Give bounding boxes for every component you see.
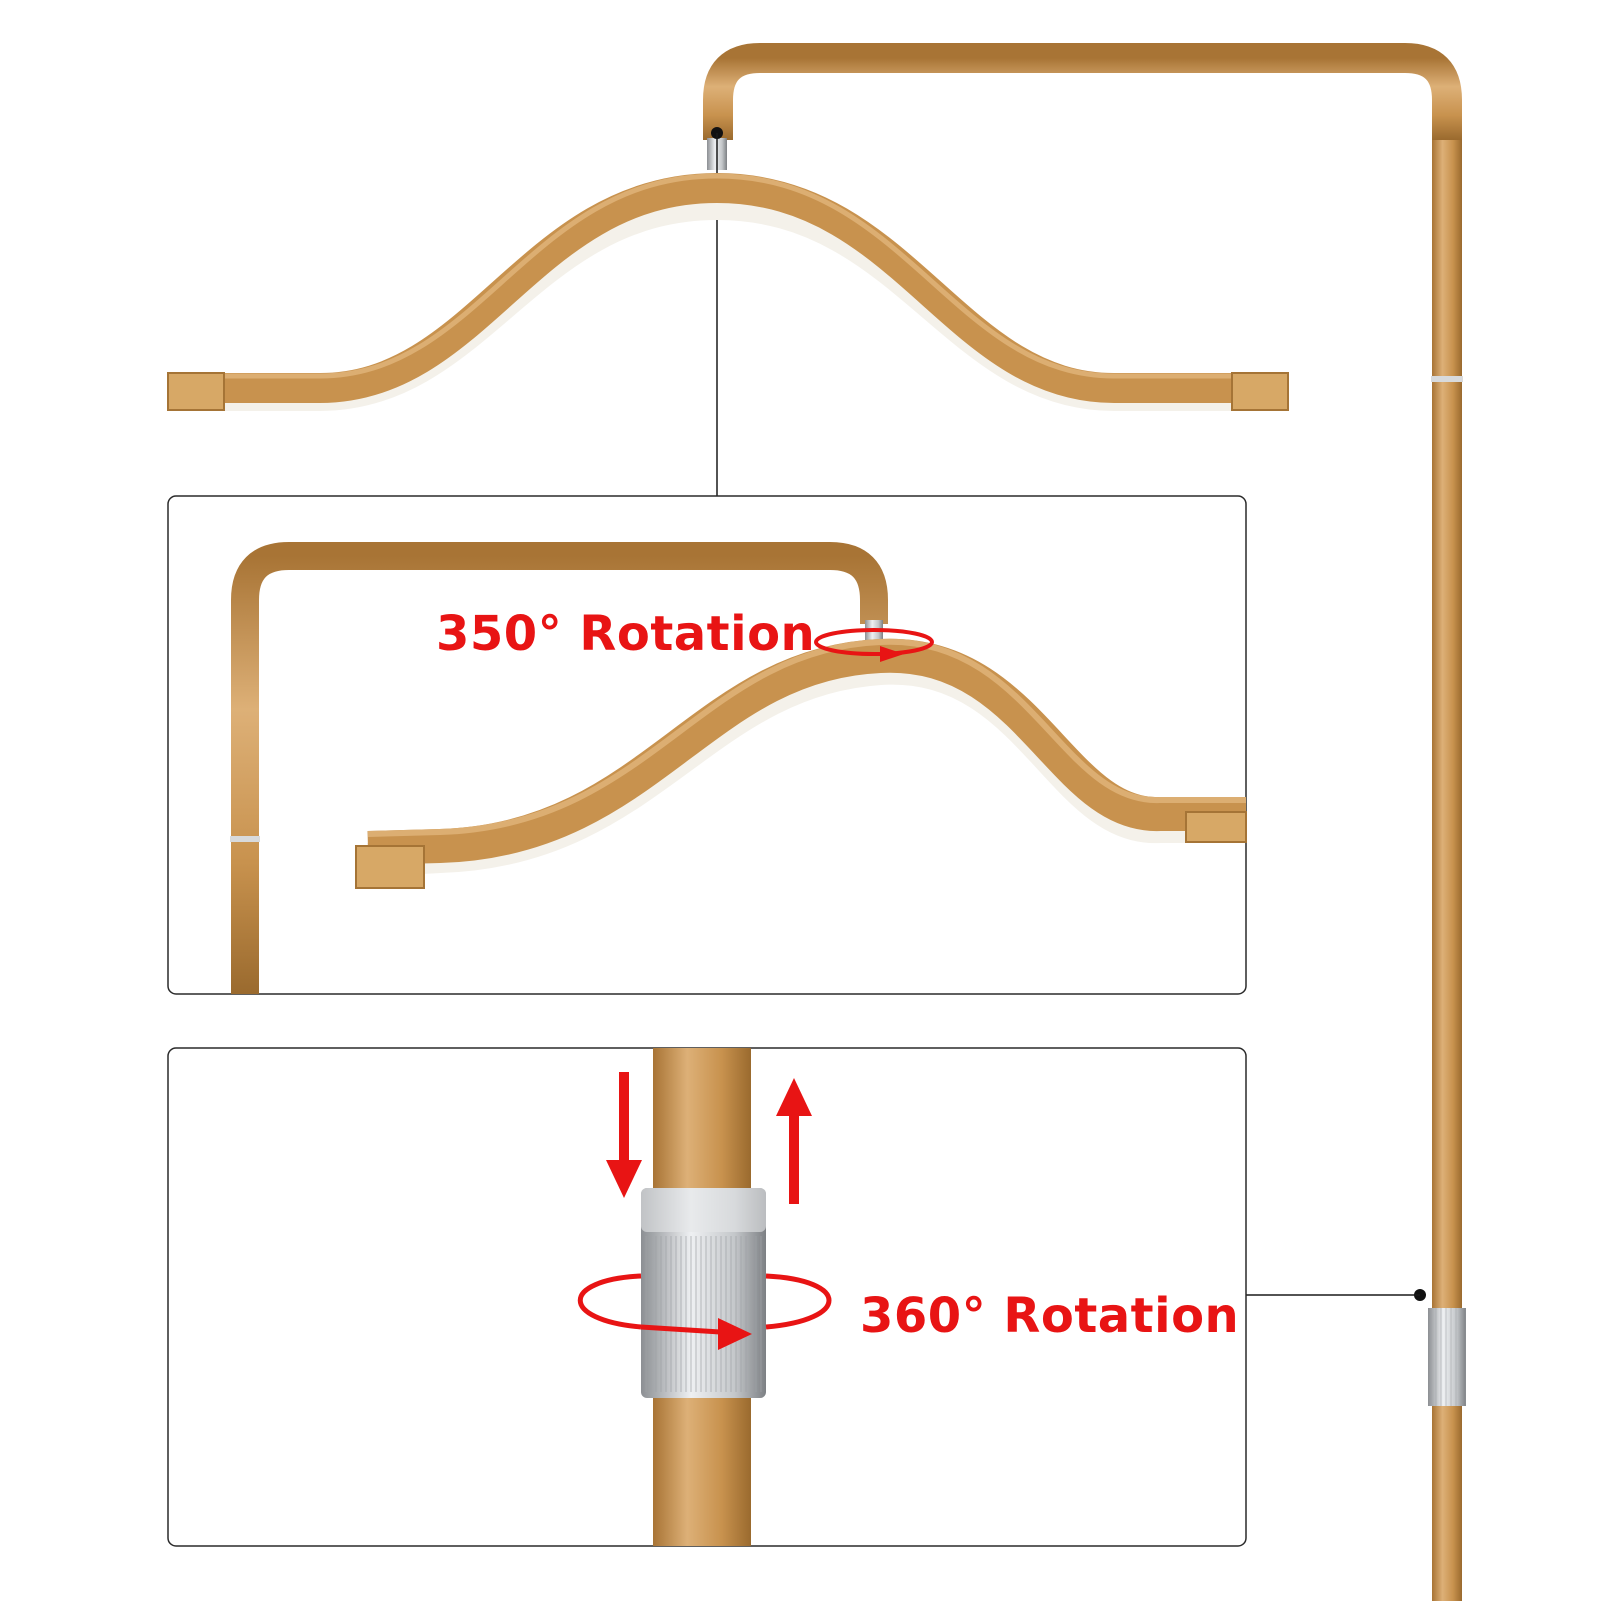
panel-end-cap-right (1185, 811, 1247, 843)
collar-rotation-arrow-icon (578, 1273, 832, 1350)
overhead-arm (703, 43, 1462, 140)
head-rotation-panel (167, 495, 1247, 995)
rotation-arrow-icon (814, 628, 934, 662)
up-arrow-icon (776, 1078, 812, 1204)
panel-pole-joint (230, 836, 260, 842)
pole-rotation-label: 360° Rotation (860, 1288, 1240, 1344)
lamp-head (205, 172, 1240, 403)
main-lamp (167, 43, 1466, 1601)
lamp-head-highlight (205, 173, 1240, 379)
panel-head (367, 638, 1246, 865)
head-rotation-label: 350° Rotation (436, 606, 816, 662)
panel-arm (231, 542, 888, 994)
down-arrow-icon (606, 1072, 642, 1198)
panel-end-cap-left (355, 845, 425, 889)
head-end-cap-left (167, 372, 225, 411)
pole-collar-panel (167, 1047, 1247, 1547)
pole-joint (1431, 376, 1463, 382)
head-end-cap-right (1231, 372, 1289, 411)
